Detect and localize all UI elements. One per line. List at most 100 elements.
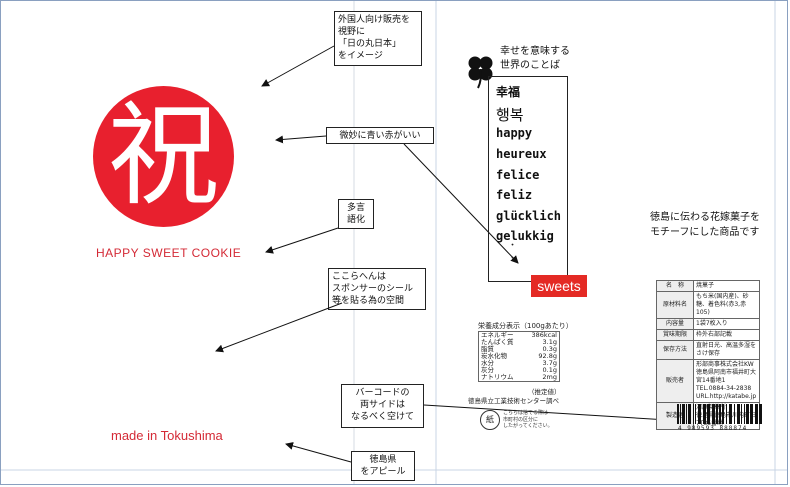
continuation-dots: ・ ・: [508, 241, 518, 264]
happiness-word: happy: [496, 126, 533, 140]
nutrient-name: ナトリウム: [481, 373, 514, 381]
happiness-word: gelukkig: [496, 229, 554, 243]
barcode-bar: [755, 404, 758, 424]
product-info-label: 内容量: [656, 318, 694, 330]
happiness-word: glücklich: [496, 209, 562, 223]
product-info-row: 名 称焼菓子: [656, 280, 760, 292]
nutrient-value: 386kcal: [531, 331, 557, 339]
product-info-row: 保存方法直射日光、高温多湿をさけ保存: [656, 340, 760, 360]
barcode-bar: [716, 404, 718, 424]
barcode-bar: [703, 404, 706, 424]
nutrient-value: 92.8g: [538, 352, 557, 360]
happiness-word: felice: [496, 168, 540, 182]
callout-red-color: 微妙に青い赤がいい: [326, 127, 434, 144]
nutrition-note: （推定値）: [528, 388, 561, 396]
barcode-bar: [722, 404, 724, 424]
product-info-label: 保存方法: [656, 340, 694, 360]
nutrition-table: エネルギー 386kcal たんぱく質 3.1g 脂質 0.3g 炭水化物 92.8g 水分 3.…: [478, 331, 560, 382]
nutrition-row: 脂質 0.3g: [479, 346, 560, 353]
nutrient-value: 2mg: [542, 373, 557, 381]
product-info-label: 名 称: [656, 280, 694, 292]
nutrition-row: たんぱく質 3.1g: [479, 339, 560, 346]
happiness-word: feliz: [496, 188, 533, 202]
barcode-bar: [698, 404, 701, 424]
barcode: [677, 404, 762, 424]
nutrient-value: 3.7g: [542, 359, 557, 367]
happiness-word: 幸福: [496, 85, 521, 99]
product-info-label: 原材料名: [656, 291, 694, 319]
recycle-label: 紙: [486, 415, 494, 424]
barcode-bar: [744, 404, 745, 424]
kanji-celebration: 祝: [107, 91, 220, 221]
barcode-bar: [682, 404, 685, 424]
barcode-bar: [719, 404, 721, 424]
product-info-label: 賞味期限: [656, 329, 694, 341]
barcode-bar: [688, 404, 691, 424]
arrow-red-words: [403, 143, 519, 264]
nutrient-name: 脂質: [481, 345, 494, 353]
barcode-bar: [693, 404, 694, 424]
barcode-bar: [726, 404, 727, 424]
barcode-bar: [707, 404, 710, 424]
product-info-value: もち米(国内産)、砂糖、着色料(赤3,赤105): [693, 291, 760, 319]
nutrient-name: 灰分: [481, 366, 494, 374]
tagline: HAPPY SWEET COOKIE: [96, 246, 242, 260]
callout-tokushima: 徳島県 をアピール: [351, 451, 415, 481]
recycle-note: こちらは捨てる際は 市町村の区分に したがってください。: [503, 410, 553, 429]
nutrition-row: エネルギー 386kcal: [479, 332, 560, 340]
clover-icon: [468, 56, 493, 89]
nutrient-name: たんぱく質: [481, 338, 514, 346]
product-info-value: 形部商事株式会社KW 徳島県阿南市福井町大宮14番地1 TEL.0884-34-…: [693, 359, 760, 403]
nutrient-value: 0.3g: [542, 345, 557, 353]
clover-caption: 幸せを意味する 世界のことば: [500, 46, 570, 71]
product-info-row: 販売者形部商事株式会社KW 徳島県阿南市福井町大宮14番地1 TEL.0884-…: [656, 359, 760, 403]
product-info-value: 焼菓子: [693, 280, 760, 292]
barcode-bar: [677, 404, 679, 424]
callout-multilanguage: 多言 語化: [338, 199, 374, 229]
origin-text: made in Tokushima: [111, 428, 223, 443]
barcode-bar: [680, 404, 681, 424]
nutrient-value: 3.1g: [542, 338, 557, 346]
nutrition-row: ナトリウム 2mg: [479, 374, 560, 382]
nutrient-value: 0.1g: [542, 366, 557, 374]
product-info-value: 枠外右部記載: [693, 329, 760, 341]
barcode-bar: [741, 404, 742, 424]
nutrition-row: 水分 3.7g: [479, 360, 560, 367]
callout-sponsor-space: ここらへんは スポンサーのシール 等を貼る為の空間: [328, 268, 426, 310]
red-circle-logo: [93, 86, 234, 227]
barcode-bar: [734, 404, 735, 424]
arrow-tokushima: [285, 442, 352, 463]
arrow-multilang: [265, 227, 339, 254]
barcode-bar: [759, 404, 762, 424]
arrow-sponsor: [215, 302, 343, 353]
product-info-label: 製造者: [656, 402, 694, 430]
barcode-bar: [729, 404, 732, 424]
nutrition-source: 徳島県立工業技術センター調べ: [468, 397, 559, 405]
barcode-bar: [750, 404, 753, 424]
barcode-number: 4 989593 888874: [678, 425, 748, 432]
product-info-row: 原材料名もち米(国内産)、砂糖、着色料(赤3,赤105): [656, 291, 760, 319]
nutrition-title: 栄養成分表示（100gあたり）: [478, 322, 573, 330]
paper-recycle-icon: 紙: [480, 410, 500, 430]
arrow-red: [275, 135, 327, 144]
barcode-bar: [695, 404, 696, 424]
callout-flag-concept: 外国人向け販売を 視野に 「日の丸日本」 をイメージ: [334, 11, 422, 66]
callout-barcode-margin: バーコードの 両サイドは なるべく空けて: [341, 384, 424, 428]
happiness-word: heureux: [496, 147, 547, 161]
sweets-badge: sweets: [531, 275, 587, 297]
product-info-row: 賞味期限枠外右部記載: [656, 329, 760, 341]
product-info-label: 販売者: [656, 359, 694, 403]
happiness-word: 행복: [496, 106, 524, 124]
nutrient-name: 水分: [481, 359, 494, 367]
nutrient-name: 炭水化物: [481, 352, 507, 360]
nutrient-name: エネルギー: [481, 331, 514, 339]
barcode-bar: [746, 404, 749, 424]
nutrition-row: 炭水化物 92.8g: [479, 353, 560, 360]
barcode-bar: [686, 404, 687, 424]
barcode-bar: [712, 404, 715, 424]
arrow-barcode: [423, 404, 669, 424]
product-description: 徳島に伝わる花嫁菓子を モチーフにした商品です: [650, 212, 760, 238]
